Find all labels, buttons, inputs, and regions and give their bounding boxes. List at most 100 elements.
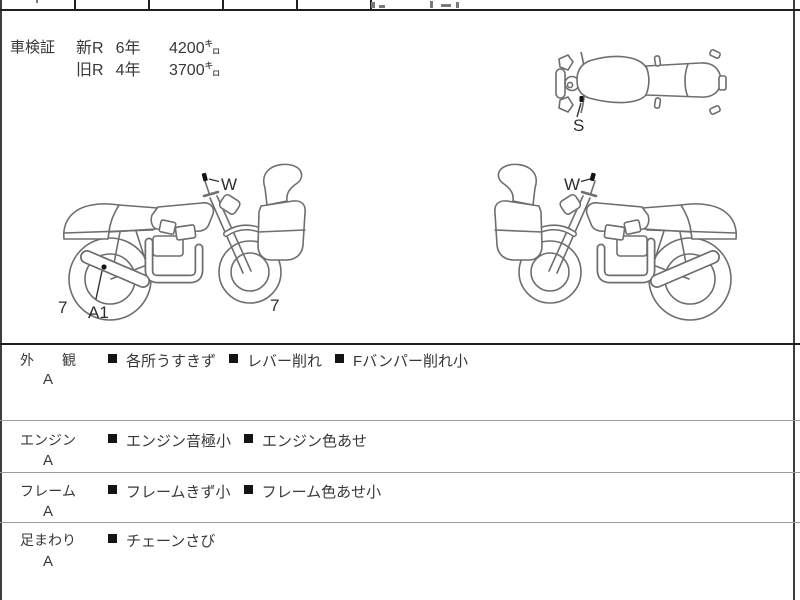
body-stripe (646, 229, 737, 234)
right-mirror-top (558, 96, 574, 113)
grade-value: A (42, 553, 53, 570)
row-divider (0, 420, 800, 421)
category-label: 足まわり (20, 532, 76, 548)
engine-detail (174, 224, 197, 241)
category-label: フレーム (20, 483, 76, 499)
section-divider (0, 343, 800, 345)
rear-signal (709, 49, 721, 59)
muffler-inner (651, 251, 719, 287)
category-label: 外 観 (20, 352, 76, 368)
fairing-upper (497, 163, 538, 206)
header-bottom-rule (0, 9, 800, 11)
engine-detail (603, 224, 626, 241)
years-value: 6年 (115, 40, 141, 57)
fairing-stripe (494, 229, 543, 233)
years-value: 4年 (115, 62, 141, 79)
marker-label-front-7: 7 (270, 296, 279, 315)
sheet-left-border (0, 0, 2, 600)
condition-text: 各所うすきず (126, 353, 217, 370)
clipped-glyph-remnant (430, 1, 433, 8)
clipped-glyph-remnant (371, 2, 375, 8)
w-marker-leader (580, 178, 591, 183)
shaken-entry-new: 新R 6年 4200㌔ (76, 34, 221, 58)
w-marker-leader (208, 178, 220, 183)
clipped-glyph-remnant (456, 2, 459, 8)
mirror-marker-dot (201, 172, 208, 182)
era-label: 旧R (76, 62, 104, 79)
motorcycle-right-side-diagram: W (494, 163, 737, 321)
mileage-value: 3700㌔ (169, 62, 221, 79)
frame-tube (135, 230, 146, 260)
checked-square-icon (108, 485, 117, 494)
carburetor (623, 219, 642, 235)
grade-value: A (42, 503, 53, 520)
exhaust-pipe-inner (598, 239, 654, 282)
condition-text: レバー削れ (247, 353, 323, 370)
handlebar (202, 190, 220, 198)
mirror-marker-dot (589, 172, 596, 182)
checked-square-icon (244, 434, 254, 443)
condition-text: チェーンさび (126, 533, 216, 550)
clipped-glyph-remnant (36, 0, 38, 3)
condition-item: エンジン色あせ (244, 430, 367, 451)
fuel-tank-top (576, 55, 650, 104)
left-mirror-top (558, 54, 574, 71)
tail-cap (718, 75, 727, 91)
condition-item: チェーンさび (108, 530, 215, 551)
header-cell-divider (74, 0, 76, 9)
fairing-upper (262, 163, 303, 206)
rear-signal (709, 105, 721, 115)
checked-square-icon (243, 485, 253, 494)
a1-marker-leader (95, 270, 103, 300)
category-label: エンジン (20, 432, 76, 448)
condition-item: レバー削れ (229, 350, 322, 371)
condition-text: エンジン音極小 (126, 433, 232, 450)
marker-label-s: S (573, 116, 584, 135)
muffler-inner (81, 251, 149, 287)
checked-square-icon (229, 354, 239, 363)
grade-value: A (42, 452, 53, 469)
front-rim (230, 252, 270, 292)
carburetor (158, 219, 177, 235)
checked-square-icon (108, 354, 117, 363)
condition-text: フレーム色あせ小 (261, 484, 382, 501)
shaken-entry-old: 旧R 4年 3700㌔ (76, 56, 221, 80)
header-cell-divider (222, 0, 224, 9)
seat-top (645, 62, 722, 98)
clipped-glyph-remnant (379, 5, 385, 8)
engine-block (152, 235, 184, 257)
clipped-glyph-remnant (441, 4, 451, 7)
footpeg (653, 97, 662, 109)
s-marker-dot (579, 96, 584, 102)
exhaust-pipe-inner (146, 239, 202, 282)
condition-text: Fバンパー削れ小 (353, 353, 468, 370)
headlight (218, 193, 241, 215)
row-divider (0, 472, 800, 473)
row-divider (0, 522, 800, 523)
mirror-stem (204, 180, 210, 194)
mileage-value: 4200㌔ (169, 40, 221, 57)
condition-item: フレーム色あせ小 (243, 481, 382, 502)
condition-item: Fバンパー削れ小 (335, 350, 468, 371)
mirror-stem (590, 180, 596, 194)
era-label: 新R (76, 40, 104, 57)
body-stripe (63, 229, 154, 234)
header-cell-divider (148, 0, 150, 9)
headlight (559, 193, 582, 215)
front-wheel-top (555, 68, 566, 99)
exhaust-marker-dot (101, 264, 107, 270)
frame-tube (654, 230, 665, 260)
marker-label-w: W (221, 175, 237, 194)
engine-block (616, 235, 648, 257)
front-rim (530, 252, 570, 292)
condition-item: 各所うすきず (108, 350, 216, 371)
front-wheel (218, 240, 282, 304)
grade-value: A (42, 371, 53, 388)
checked-square-icon (108, 434, 117, 443)
condition-text: フレームきず小 (126, 484, 231, 501)
sheet-right-border (793, 0, 795, 600)
marker-label-a1: A1 (88, 303, 109, 322)
condition-text: エンジン色あせ (262, 433, 368, 450)
marker-label-rear-7: 7 (58, 298, 67, 317)
